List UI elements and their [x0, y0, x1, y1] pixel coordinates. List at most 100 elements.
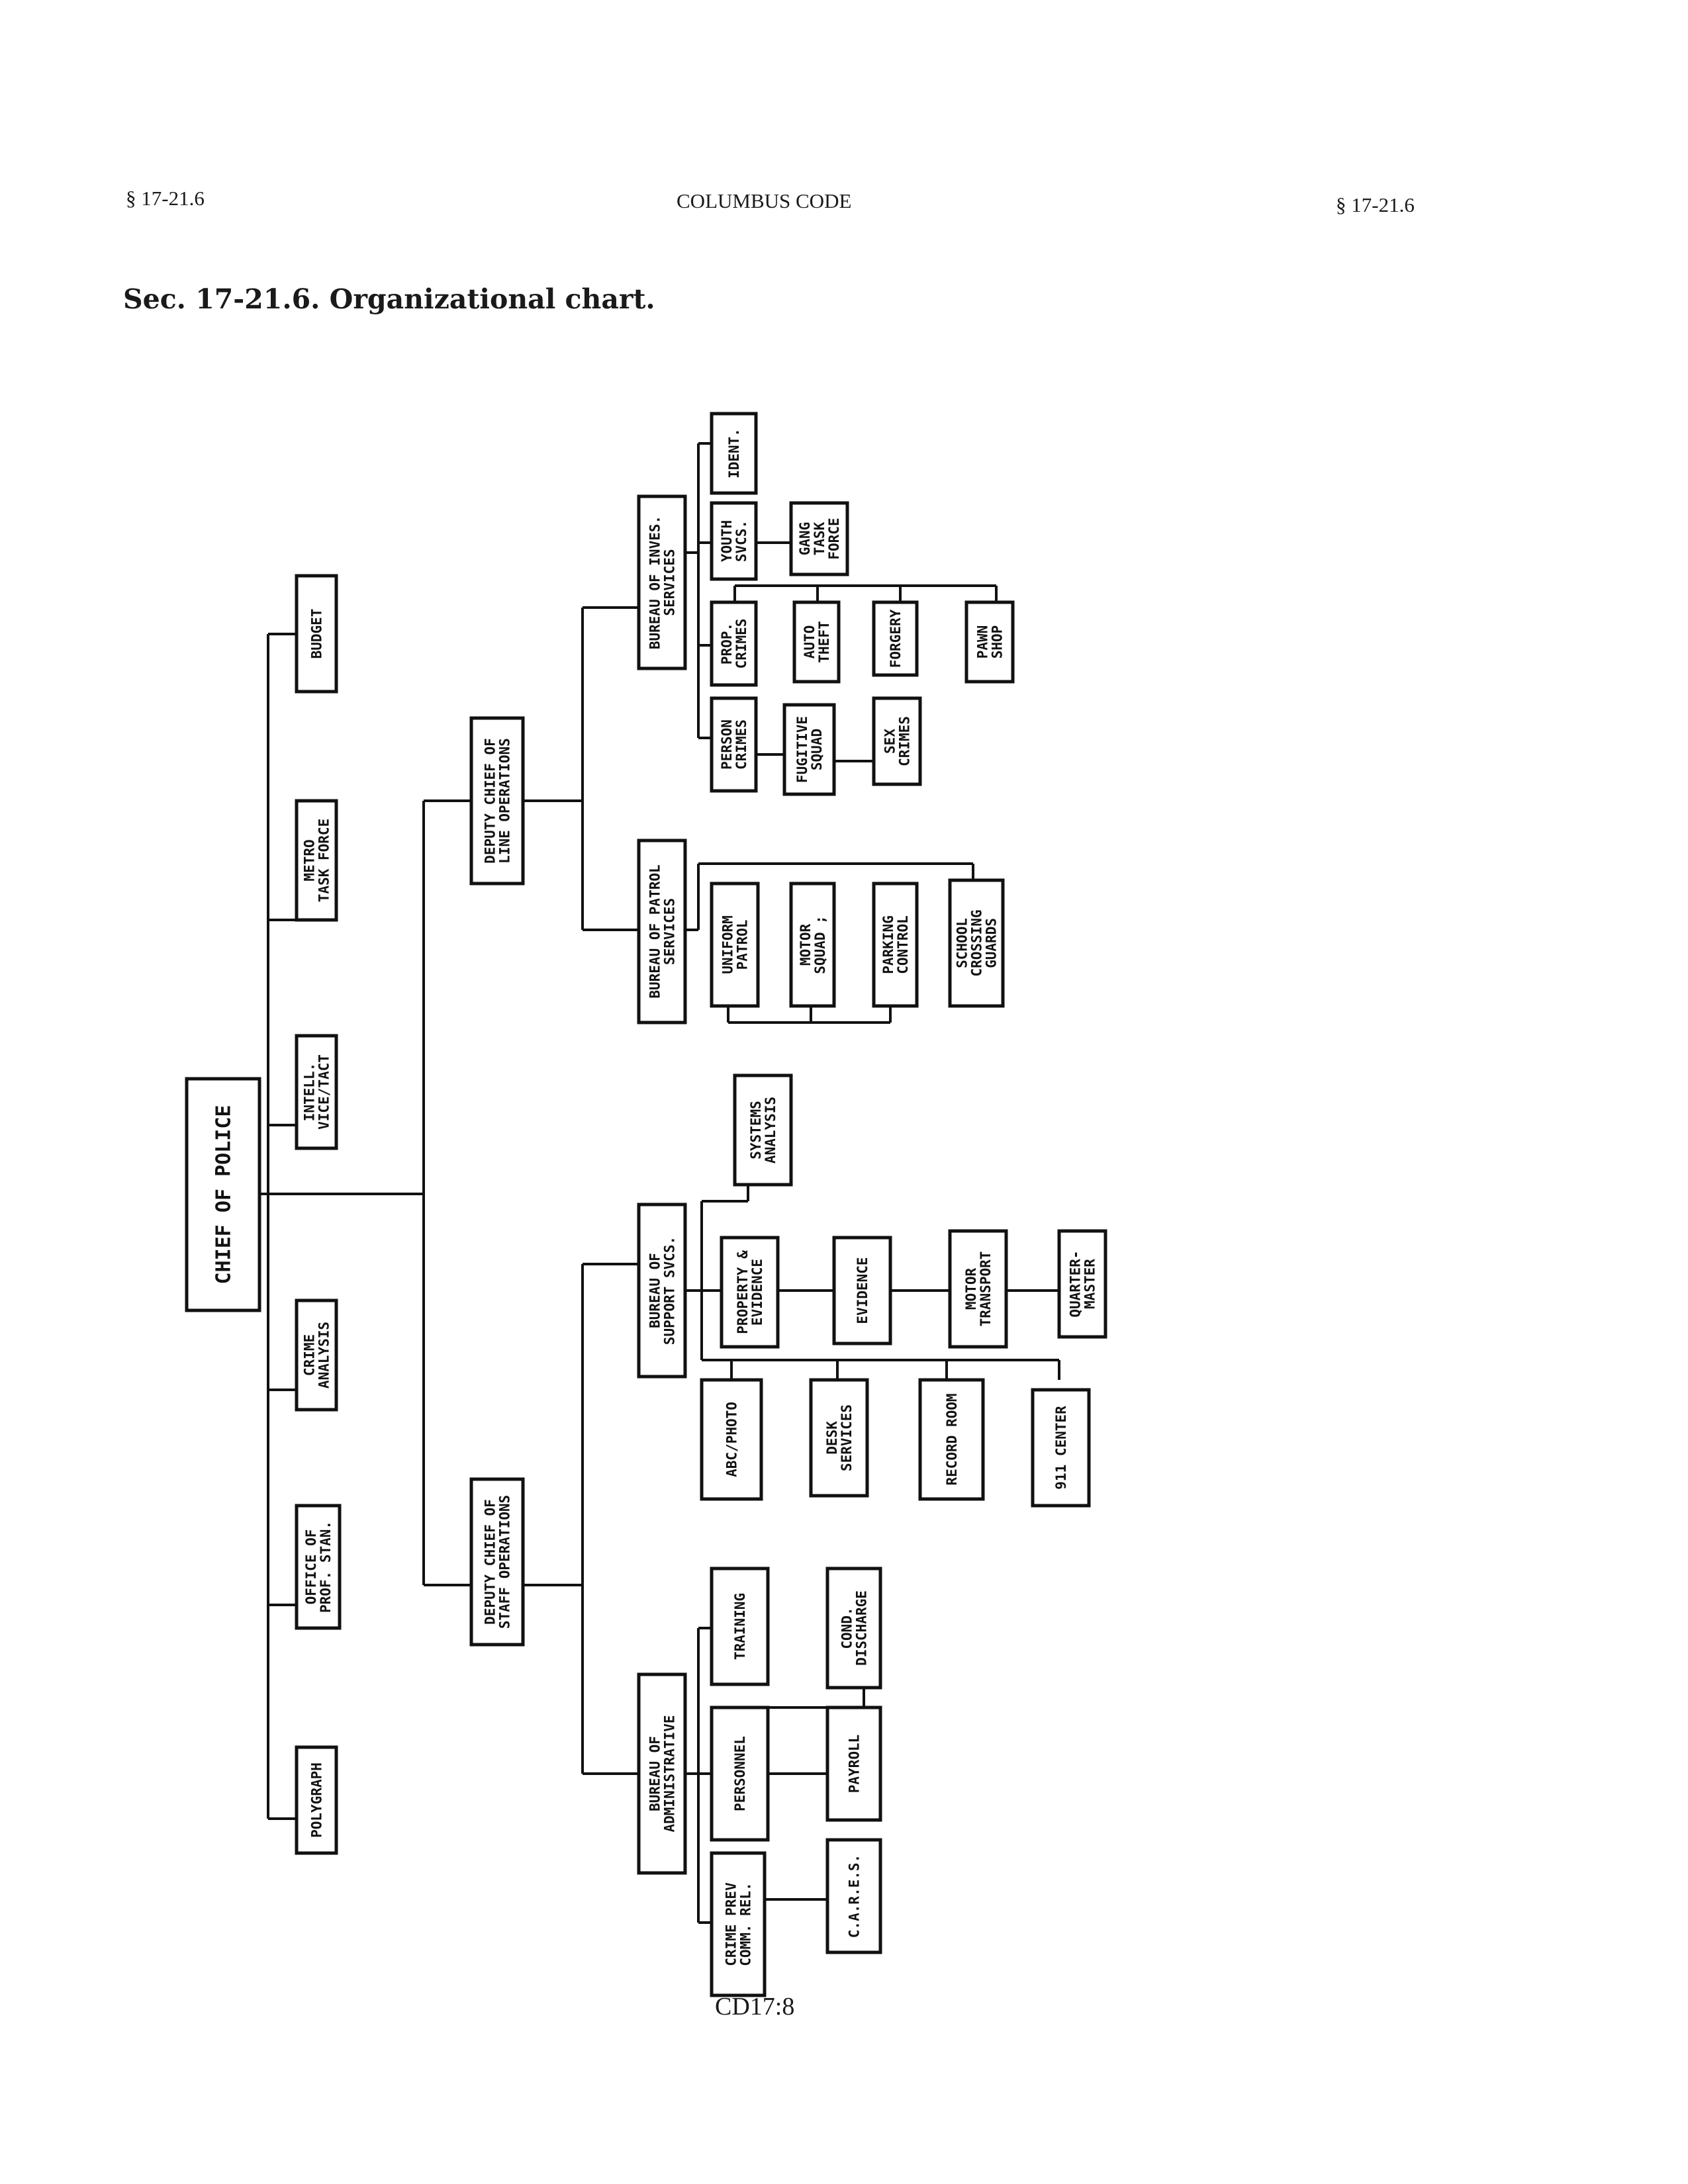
forgery-box-label-line: FORGERY — [888, 609, 904, 668]
prop-crimes-box-frame — [710, 600, 758, 687]
desk-services-box: DESKSERVICES — [809, 1378, 869, 1498]
bureau-inves-box-label-line: BUREAU OF INVES. — [647, 516, 663, 649]
prop-crimes-box: PROP.CRIMES — [710, 600, 758, 687]
training-box-label: TRAINING — [732, 1593, 748, 1660]
cond-discharge-box-label: COND.DISCHARGE — [839, 1590, 869, 1666]
bureau-inves-box: BUREAU OF INVES.SERVICES — [637, 494, 687, 670]
office-prof-stan-box-label-line: OFFICE OF — [303, 1529, 319, 1605]
uniform-patrol-box: UNIFORMPATROL — [710, 882, 760, 1008]
bureau-patrol-box-label-line: SERVICES — [661, 898, 677, 965]
youth-svcs-box-frame — [710, 501, 758, 581]
bureau-patrol-box-label-line: BUREAU OF PATROL — [647, 864, 663, 998]
polygraph-box-label-line: POLYGRAPH — [308, 1762, 324, 1838]
quartermaster-box: QUARTER-MASTER — [1057, 1229, 1107, 1339]
person-crimes-box-frame — [710, 696, 758, 793]
motor-transport-box-label-line: TRANSPORT — [978, 1251, 994, 1327]
pawn-shop-box-label: PAWNSHOP — [974, 625, 1005, 659]
systems-analysis-box-label: SYSTEMSANALYSIS — [748, 1097, 778, 1163]
deputy-line-ops-box-label: DEPUTY CHIEF OFLINE OPERATIONS — [482, 738, 512, 864]
systems-analysis-box: SYSTEMSANALYSIS — [733, 1073, 793, 1187]
bureau-admin-box-label-line: ADMINISTRATIVE — [661, 1715, 677, 1832]
record-room-box: RECORD ROOM — [918, 1378, 985, 1501]
quartermaster-box-frame — [1057, 1229, 1107, 1339]
payroll-box-label: PAYROLL — [846, 1735, 862, 1794]
motor-squad-box-label-line: MOTOR — [798, 924, 814, 966]
fugitive-squad-box-label-line: SQUAD — [809, 729, 825, 770]
bureau-admin-box-label-line: BUREAU OF — [647, 1736, 663, 1811]
parking-control-box-label: PARKINGCONTROL — [880, 915, 911, 974]
motor-transport-box-label: MOTORTRANSPORT — [963, 1251, 994, 1327]
gang-task-force-box-label-line: TASK — [812, 522, 827, 555]
motor-squad-box-label: MOTORSQUAD ; — [798, 915, 828, 974]
bureau-admin-box-label: BUREAU OFADMINISTRATIVE — [647, 1715, 677, 1832]
parking-control-box-frame — [872, 882, 919, 1008]
metro-task-force-box: METROTASK FORCE — [295, 799, 338, 922]
cares-box-frame — [825, 1838, 882, 1954]
sex-crimes-box: SEXCRIMES — [872, 696, 922, 786]
youth-svcs-box-label: YOUTHSVCS. — [719, 520, 749, 562]
budget-box-frame — [295, 574, 338, 694]
polygraph-box-frame — [295, 1745, 338, 1855]
budget-box-label: BUDGET — [308, 609, 324, 659]
evidence-box-label: EVIDENCE — [855, 1257, 870, 1324]
deputy-line-ops-box: DEPUTY CHIEF OFLINE OPERATIONS — [469, 716, 525, 886]
ident-box-label-line: IDENT. — [726, 428, 742, 478]
deputy-staff-ops-box-frame — [469, 1477, 525, 1647]
sex-crimes-box-label-line: CRIMES — [896, 716, 912, 766]
systems-analysis-box-frame — [733, 1073, 793, 1187]
metro-task-force-box-label: METROTASK FORCE — [301, 819, 332, 902]
systems-analysis-box-label-line: SYSTEMS — [748, 1101, 764, 1160]
person-crimes-box-label: PERSONCRIMES — [719, 719, 749, 770]
sex-crimes-box-frame — [872, 696, 922, 786]
deputy-staff-ops-box-label-line: STAFF OPERATIONS — [496, 1495, 512, 1629]
deputy-line-ops-box-label-line: LINE OPERATIONS — [496, 738, 512, 864]
school-crossing-guards-box-label: SCHOOLCROSSINGGUARDS — [954, 909, 999, 976]
evidence-box-frame — [832, 1236, 892, 1345]
youth-svcs-box: YOUTHSVCS. — [710, 501, 758, 581]
school-crossing-guards-box: SCHOOLCROSSINGGUARDS — [948, 878, 1005, 1008]
office-prof-stan-box: OFFICE OFPROF. STAN. — [295, 1504, 342, 1630]
page-number: CD17:8 — [715, 1993, 795, 2021]
sex-crimes-box-label: SEXCRIMES — [882, 716, 912, 766]
record-room-box-label: RECORD ROOM — [944, 1393, 960, 1485]
abc-photo-box: ABC/PHOTO — [700, 1378, 763, 1501]
prop-crimes-box-label-line: PROP. — [719, 623, 735, 664]
uniform-patrol-box-label: UNIFORMPATROL — [720, 915, 750, 974]
record-room-box-frame — [918, 1378, 985, 1501]
section-title: Sec. 17-21.6. Organizational chart. — [123, 283, 655, 315]
systems-analysis-box-label-line: ANALYSIS — [763, 1097, 778, 1163]
cares-box-label-line: C.A.R.E.S. — [846, 1854, 862, 1938]
school-crossing-guards-box-label-line: SCHOOL — [954, 918, 970, 968]
fugitive-squad-box-label: FUGITIVESQUAD — [794, 716, 825, 783]
budget-box-label-line: BUDGET — [308, 609, 324, 659]
bureau-inves-box-frame — [637, 494, 687, 670]
ident-box-label: IDENT. — [726, 428, 742, 478]
desk-services-box-label-line: DESK — [824, 1421, 840, 1455]
metro-task-force-box-label-line: TASK FORCE — [316, 819, 332, 902]
parking-control-box: PARKINGCONTROL — [872, 882, 919, 1008]
intell-vice-box-label-line: INTELL. — [301, 1063, 317, 1122]
evidence-box: EVIDENCE — [832, 1236, 892, 1345]
gang-task-force-box-label-line: GANG — [797, 522, 813, 556]
training-box-label-line: TRAINING — [732, 1593, 748, 1660]
intell-vice-box-frame — [295, 1034, 338, 1150]
training-box-frame — [710, 1567, 770, 1686]
parking-control-box-label-line: CONTROL — [895, 915, 911, 974]
crime-analysis-box-label: CRIMEANALYSIS — [301, 1322, 332, 1388]
deputy-line-ops-box-frame — [469, 716, 525, 886]
school-crossing-guards-box-label-line: CROSSING — [968, 909, 984, 976]
personnel-box-label-line: PERSONNEL — [732, 1736, 748, 1811]
uniform-patrol-box-label-line: PATROL — [734, 920, 750, 970]
desk-services-box-label-line: SERVICES — [839, 1404, 855, 1471]
intell-vice-box-label: INTELL.VICE/TACT — [301, 1054, 332, 1130]
intell-vice-box: INTELL.VICE/TACT — [295, 1034, 338, 1150]
personnel-box: PERSONNEL — [710, 1706, 770, 1842]
school-crossing-guards-box-label-line: GUARDS — [983, 918, 999, 968]
auto-theft-box-label: AUTOTHEFT — [802, 621, 832, 662]
crime-prev-comm-rel-box-label-line: CRIME PREV — [723, 1882, 739, 1966]
auto-theft-box-frame — [792, 600, 841, 684]
property-evidence-box-label-line: PROPERTY & — [735, 1250, 751, 1334]
bureau-support-box: BUREAU OFSUPPORT SVCS. — [637, 1203, 687, 1379]
prop-crimes-box-label: PROP.CRIMES — [719, 619, 749, 669]
